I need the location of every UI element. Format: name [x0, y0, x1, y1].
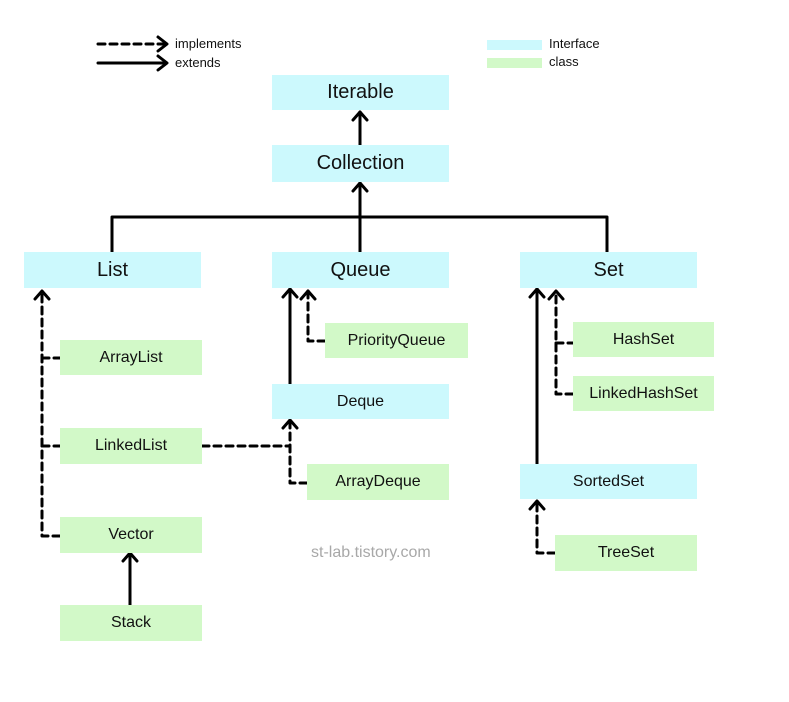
- legend-extends-arrow: [96, 54, 169, 72]
- node-vector: Vector: [60, 517, 202, 553]
- node-queue: Queue: [272, 252, 449, 288]
- treeset-implements-sortedset: [528, 499, 557, 555]
- legend-extends-label: extends: [175, 55, 221, 70]
- legend-class-swatch: [487, 58, 542, 68]
- collection-extends-iterable: [351, 110, 369, 147]
- deque-implementations: [200, 418, 309, 485]
- legend-interface-swatch: [487, 40, 542, 50]
- node-linkedlist: LinkedList: [60, 428, 202, 464]
- legend-implements-label: implements: [175, 36, 242, 51]
- legend-interface-label: Interface: [549, 36, 600, 51]
- node-list: List: [24, 252, 201, 288]
- node-arraylist: ArrayList: [60, 340, 202, 375]
- node-sortedset: SortedSet: [520, 464, 697, 499]
- node-iterable: Iterable: [272, 75, 449, 110]
- node-priorityqueue: PriorityQueue: [325, 323, 468, 358]
- node-hashset: HashSet: [573, 322, 714, 357]
- legend-class-label: class: [549, 54, 579, 69]
- deque-extends-queue: [281, 287, 299, 386]
- sortedset-extends-set: [528, 287, 546, 466]
- node-arraydeque: ArrayDeque: [307, 464, 449, 500]
- node-linkedhashset: LinkedHashSet: [573, 376, 714, 411]
- priorityqueue-implements-queue: [299, 289, 327, 343]
- node-stack: Stack: [60, 605, 202, 641]
- set-implementations: [547, 289, 575, 396]
- node-deque: Deque: [272, 384, 449, 419]
- node-treeset: TreeSet: [555, 535, 697, 571]
- subinterfaces-extend-collection: [110, 181, 609, 254]
- stack-extends-vector: [121, 551, 139, 607]
- watermark-text: st-lab.tistory.com: [311, 544, 431, 561]
- node-set: Set: [520, 252, 697, 288]
- list-implements-arrowhead: [33, 289, 51, 301]
- list-implementations: [40, 290, 62, 538]
- node-collection: Collection: [272, 145, 449, 182]
- legend-implements-arrow: [96, 35, 169, 53]
